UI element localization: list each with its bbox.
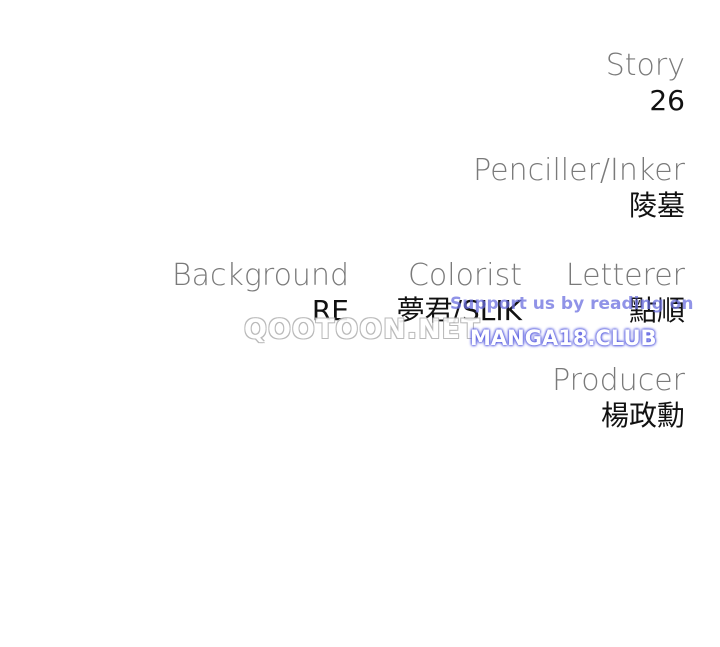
credit-name: 陵墓 <box>628 189 685 222</box>
credit-penciller: Penciller/Inker 陵墓 <box>473 153 685 223</box>
watermark-support: Support us by reading on <box>450 294 694 314</box>
credit-role: Penciller/Inker <box>473 153 685 188</box>
credit-name: 26 <box>649 84 685 117</box>
credit-letterer: Letterer 點順 <box>566 258 685 328</box>
credit-producer: Producer 楊政勳 <box>552 363 685 433</box>
credit-name: RE <box>311 294 349 327</box>
credit-role: Background <box>172 258 349 293</box>
credit-role: Producer <box>552 363 685 398</box>
watermark-qootoon: QOOTOON.NET <box>244 314 481 345</box>
credit-role: Story <box>605 48 685 83</box>
credit-name: 夢君/SLIK <box>396 294 522 327</box>
credit-colorist: Colorist 夢君/SLIK <box>397 258 522 328</box>
credit-name: 點順 <box>628 294 685 327</box>
credit-role: Letterer <box>565 258 685 293</box>
credit-role: Colorist <box>407 258 522 293</box>
credit-name: 楊政勳 <box>600 399 685 432</box>
watermark-manga18: MANGA18.CLUB <box>470 326 657 350</box>
credit-story: Story 26 <box>606 48 685 118</box>
credit-background: Background RE <box>172 258 349 328</box>
